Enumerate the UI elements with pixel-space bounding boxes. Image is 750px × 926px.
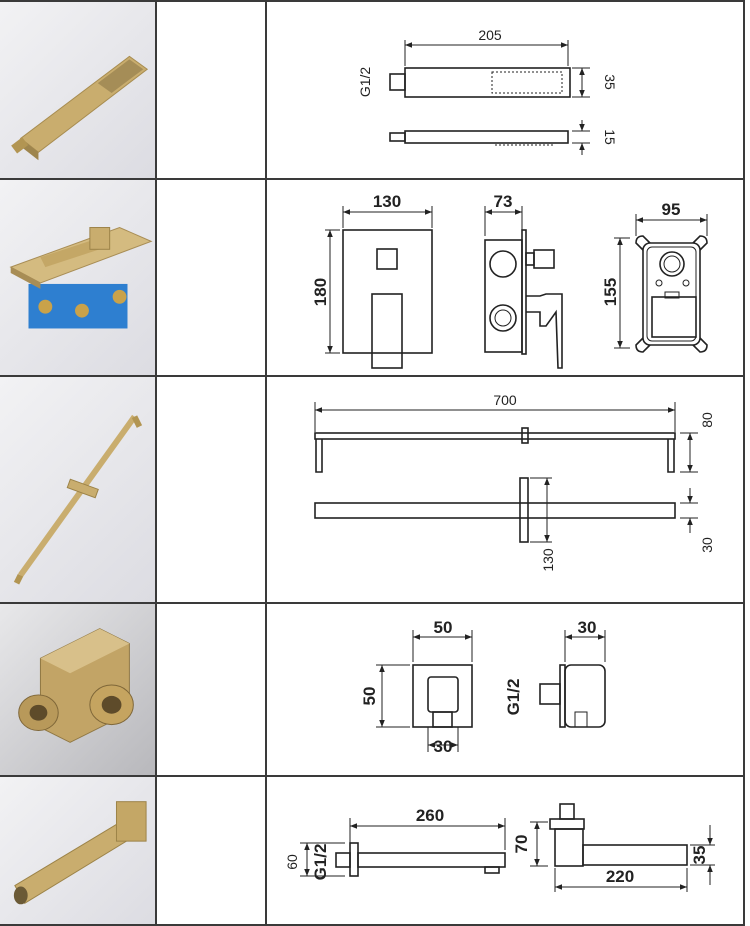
wall-outlet-drawing [267, 604, 745, 775]
diverter-valve-drawing [267, 180, 745, 375]
bath-spout-image [13, 801, 147, 905]
empty-cell [155, 2, 267, 178]
empty-cell [155, 604, 267, 775]
bath-spout-photo [0, 777, 155, 926]
diverter-valve-image [9, 226, 153, 329]
diverter-valve-photo [0, 180, 155, 375]
hand-shower-drawing [267, 2, 745, 178]
empty-cell [155, 377, 267, 602]
empty-cell [155, 777, 267, 926]
slide-bar-image [13, 414, 143, 585]
table-row [0, 375, 745, 602]
hand-shower-photo [0, 2, 155, 178]
table-row [0, 775, 745, 926]
slide-bar-photo [0, 377, 155, 602]
empty-cell [155, 180, 267, 375]
slide-bar-drawing [267, 377, 745, 602]
bath-spout-drawing [267, 777, 745, 926]
table-row [0, 178, 745, 375]
wall-outlet-photo [0, 604, 155, 775]
wall-outlet-image [18, 628, 134, 743]
table-border [0, 924, 745, 926]
hand-shower-image [11, 55, 149, 161]
table-row [0, 0, 745, 178]
table-row [0, 602, 745, 775]
